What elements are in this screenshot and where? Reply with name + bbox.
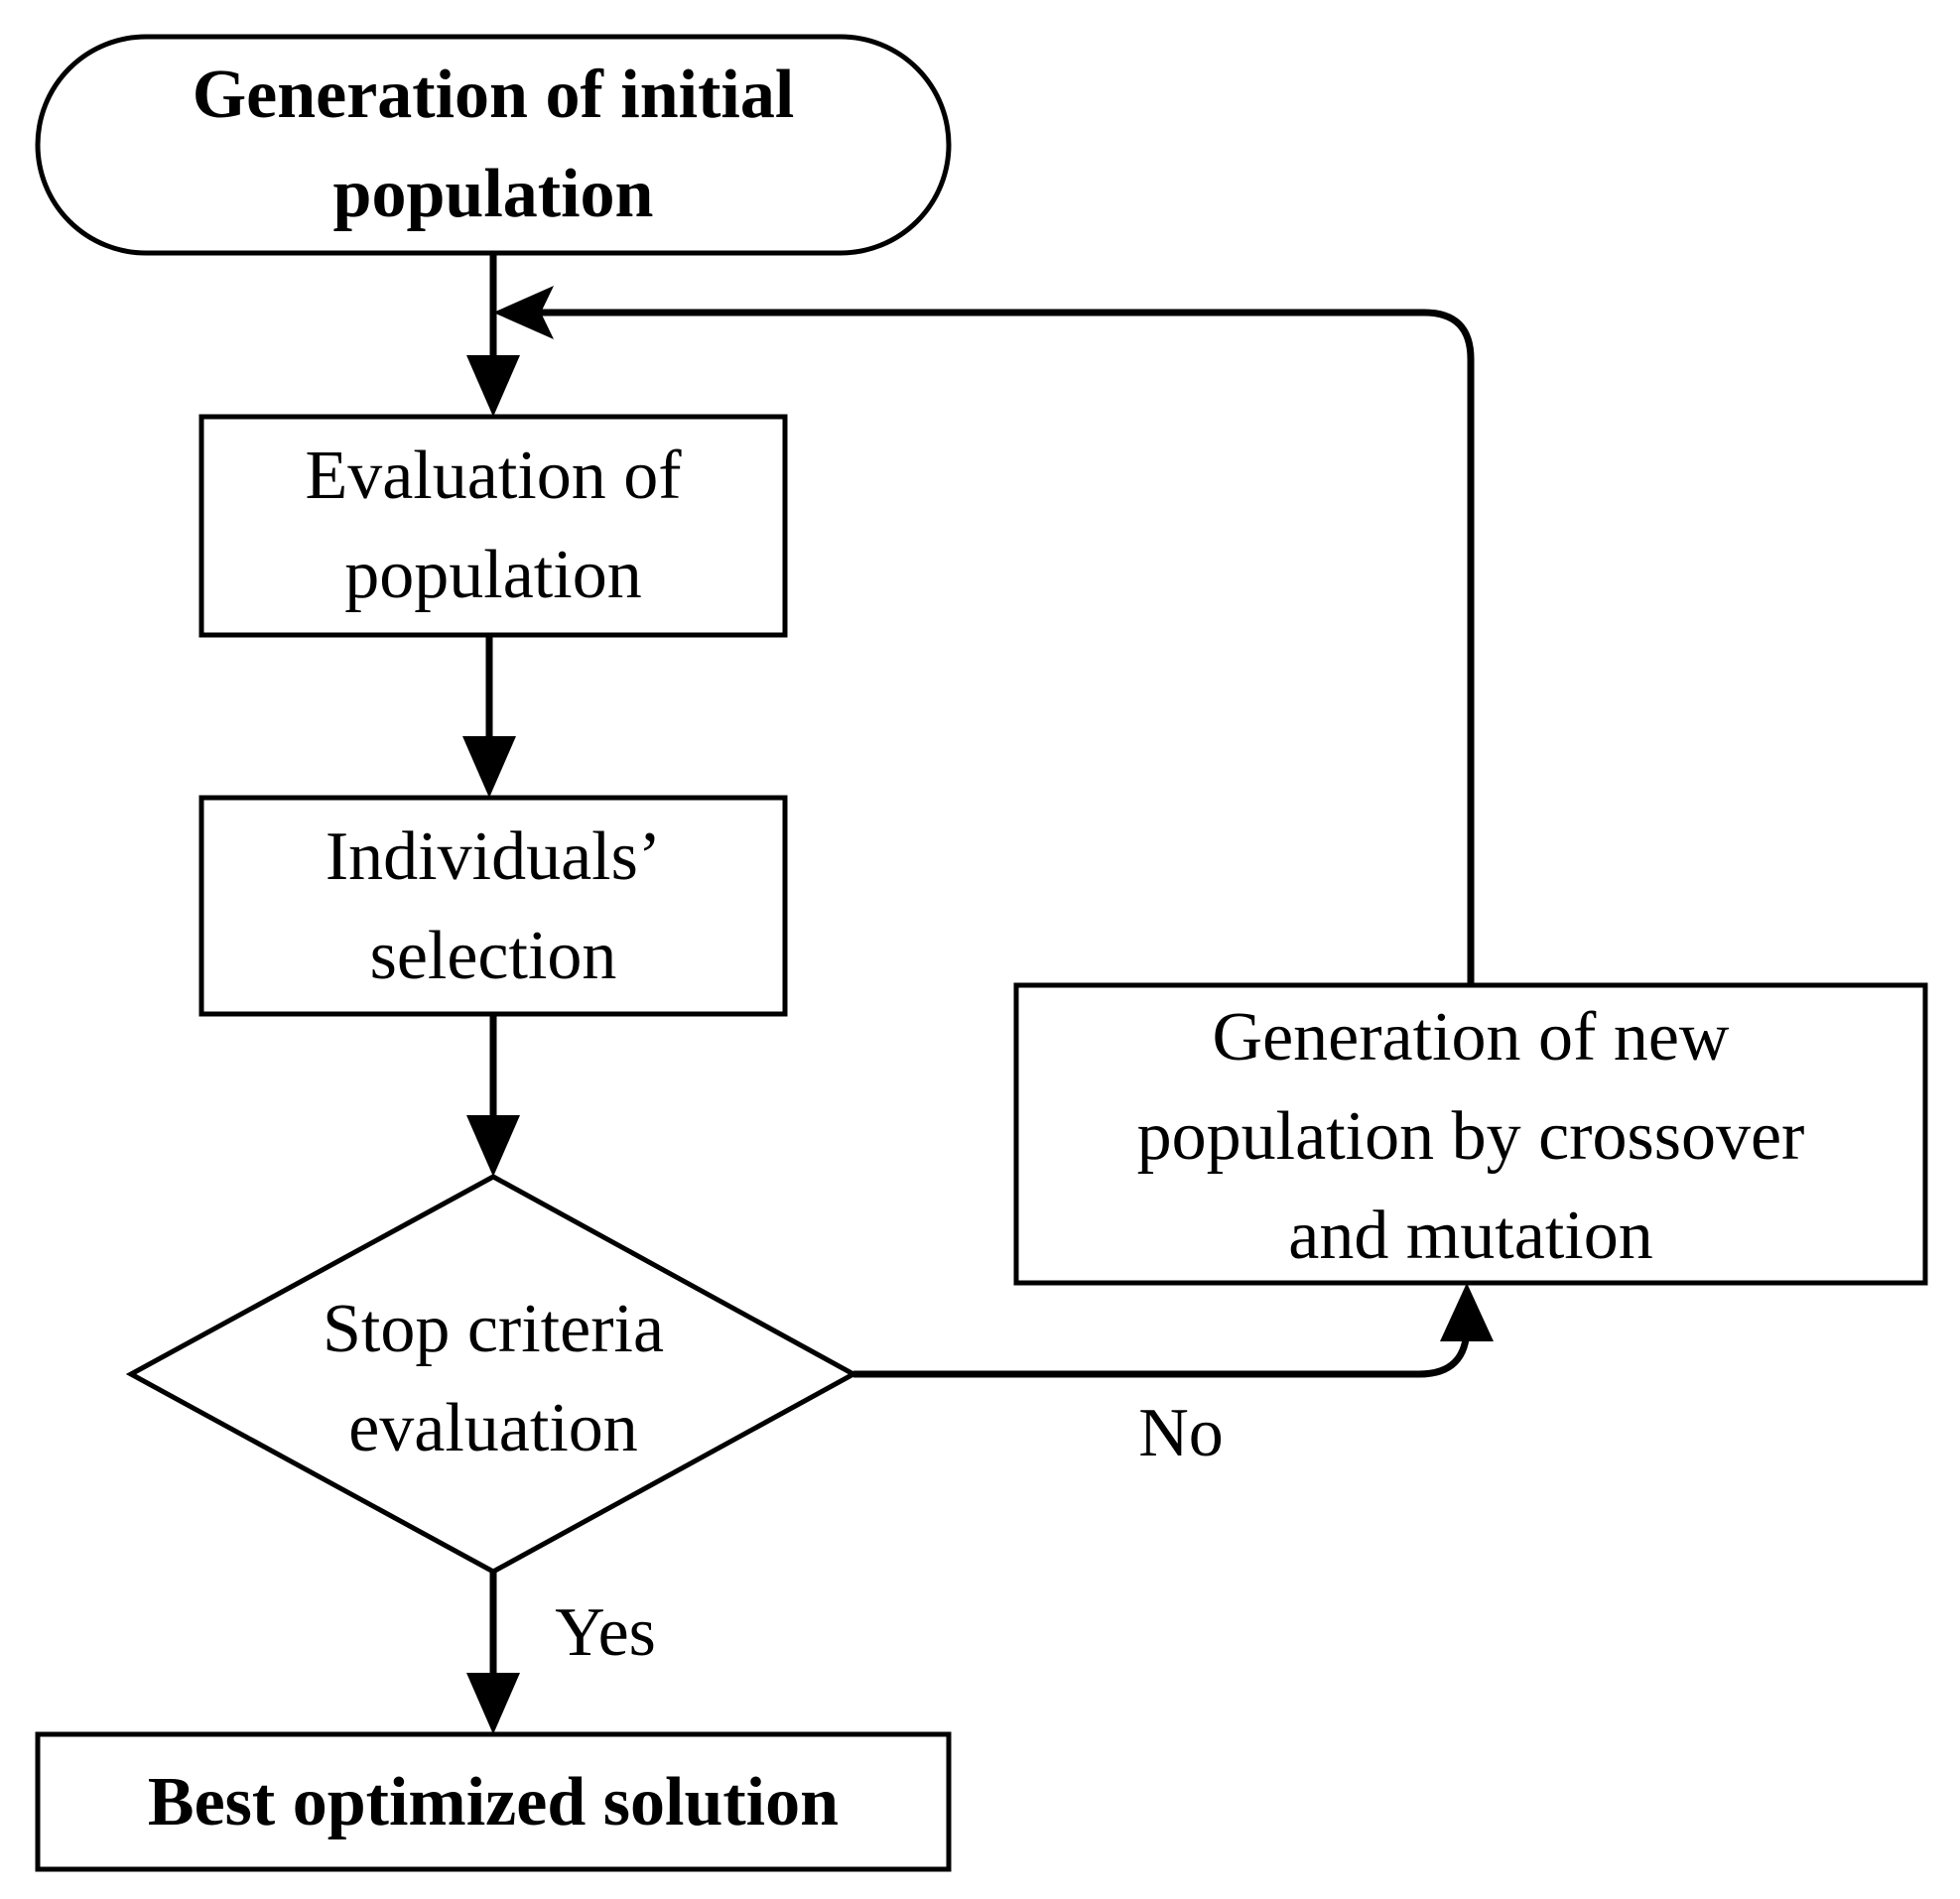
evaluation-node: Evaluation of population	[198, 414, 788, 638]
start-node-line2: population	[333, 156, 654, 232]
branch-label-no: No	[1138, 1395, 1224, 1471]
decision-node-line1: Stop criteria	[323, 1291, 664, 1367]
connector-decision-no	[853, 1283, 1494, 1378]
new-population-node: Generation of new population by crossove…	[1013, 982, 1928, 1286]
new-population-node-line3: and mutation	[1288, 1198, 1652, 1274]
selection-node-line1: Individuals’	[326, 819, 661, 895]
connector-selection-to-decision	[466, 1014, 520, 1177]
connector-evaluation-to-selection	[462, 635, 516, 798]
start-node-line1: Generation of initial	[193, 57, 795, 133]
new-population-node-line2: population by crossover	[1137, 1098, 1805, 1175]
decision-node-line2: evaluation	[348, 1390, 638, 1466]
evaluation-node-shape	[198, 414, 788, 638]
end-node-shape	[35, 1731, 952, 1872]
new-population-node-shape	[1013, 982, 1928, 1286]
selection-node: Individuals’ selection	[198, 795, 788, 1017]
connector-loop-back	[493, 286, 1475, 985]
end-node-label: Best optimized solution	[148, 1764, 839, 1840]
branch-label-yes: Yes	[555, 1594, 656, 1671]
new-population-node-line1: Generation of new	[1213, 999, 1730, 1076]
connector-decision-yes	[466, 1572, 520, 1734]
decision-node: Stop criteria evaluation	[125, 1174, 859, 1575]
selection-node-line2: selection	[370, 918, 617, 994]
end-node: Best optimized solution	[35, 1731, 952, 1872]
start-node: Generation of initial population	[35, 34, 952, 256]
evaluation-node-line1: Evaluation of	[305, 438, 682, 514]
decision-node-shape	[125, 1174, 859, 1575]
evaluation-node-line2: population	[344, 537, 641, 613]
selection-node-shape	[198, 795, 788, 1017]
connector-start-to-evaluation	[466, 253, 520, 417]
